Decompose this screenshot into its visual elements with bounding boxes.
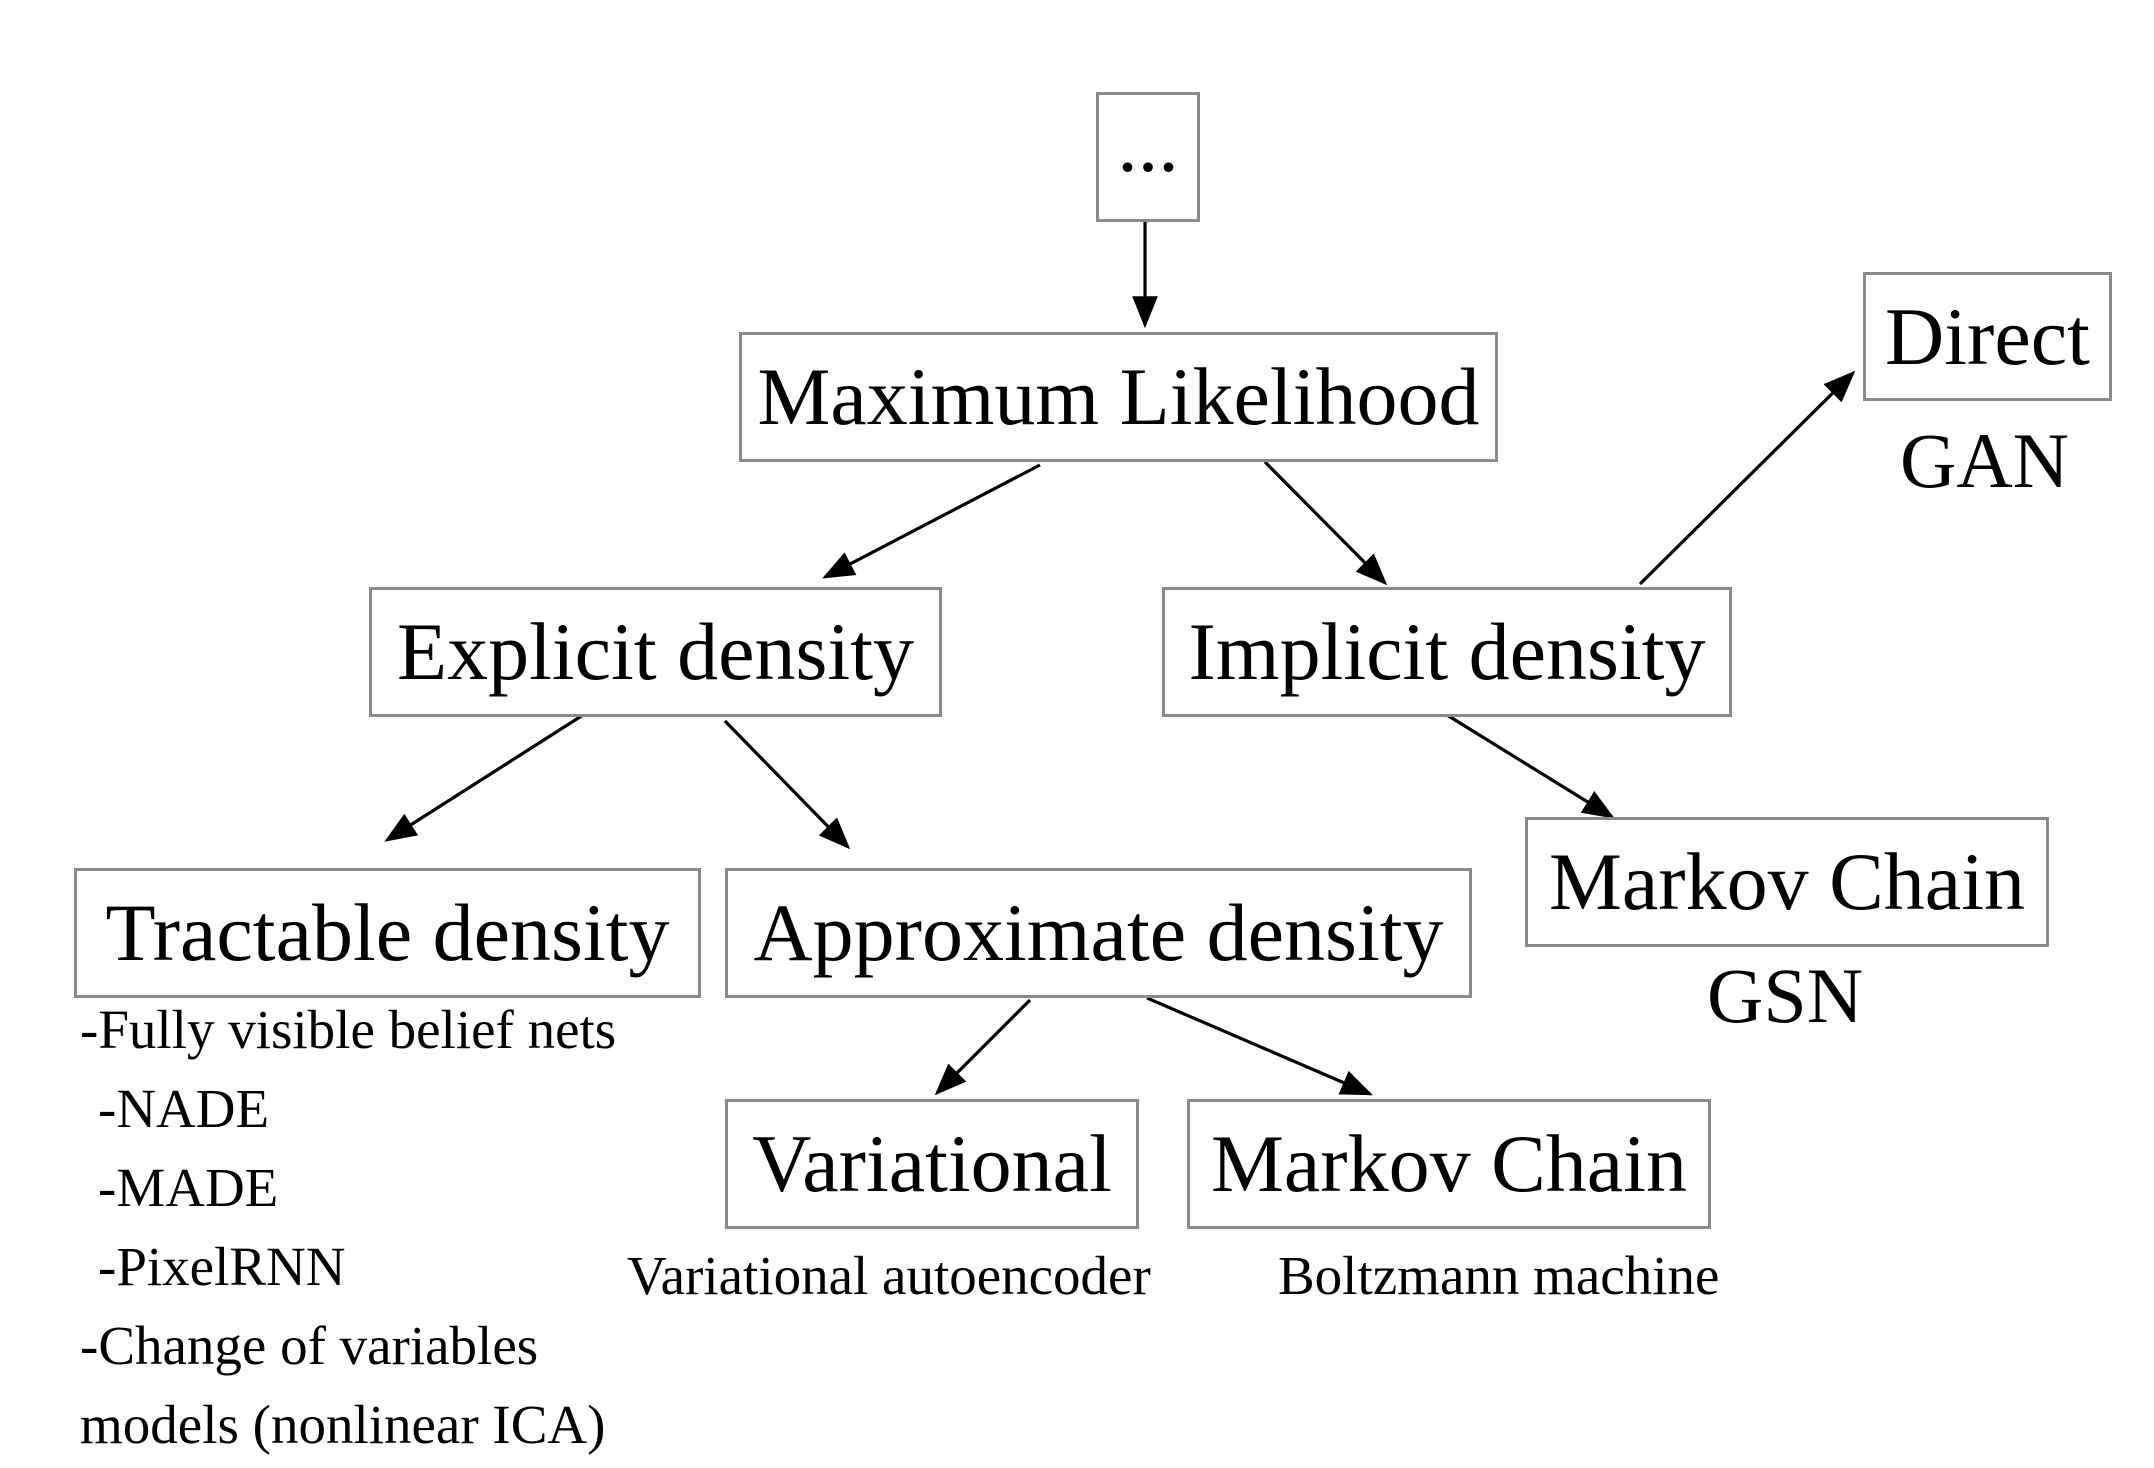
node-markov-chain-approximate: Markov Chain xyxy=(1187,1099,1711,1229)
edge-approximate-to-variational xyxy=(934,998,1032,1096)
edge-max-likelihood-to-implicit xyxy=(1263,460,1388,586)
tractable-list-item: -NADE xyxy=(98,1078,270,1139)
tractable-list-item: models (nonlinear ICA) xyxy=(80,1394,606,1455)
node-variational: Variational xyxy=(725,1099,1139,1229)
node-markov-chain-approximate-label: Markov Chain xyxy=(1211,1118,1687,1209)
node-tractable-density-label: Tractable density xyxy=(105,887,670,978)
node-markov-chain-implicit: Markov Chain xyxy=(1525,817,2049,947)
node-tractable-density: Tractable density xyxy=(74,868,701,998)
node-direct-label: Direct xyxy=(1885,290,2090,382)
node-implicit-density: Implicit density xyxy=(1162,587,1732,717)
edge-implicit-to-direct xyxy=(1638,370,1856,586)
node-root-label: ... xyxy=(1117,98,1179,189)
node-explicit-density-label: Explicit density xyxy=(397,606,914,697)
caption-variational-autoencoder: Variational autoencoder xyxy=(627,1245,1151,1306)
node-maximum-likelihood: Maximum Likelihood xyxy=(739,332,1498,462)
node-implicit-density-label: Implicit density xyxy=(1188,606,1706,697)
node-variational-label: Variational xyxy=(752,1118,1112,1209)
node-approximate-density: Approximate density xyxy=(725,868,1472,998)
edge-approximate-to-markov-chain xyxy=(1146,996,1373,1096)
node-approximate-density-label: Approximate density xyxy=(753,887,1444,978)
node-maximum-likelihood-label: Maximum Likelihood xyxy=(757,351,1480,442)
node-direct: Direct xyxy=(1863,272,2112,401)
tractable-list-item: -MADE xyxy=(98,1157,279,1218)
caption-gsn: GSN xyxy=(1707,952,1864,1039)
edge-max-likelihood-to-explicit xyxy=(822,463,1041,579)
tractable-list-item: -Fully visible belief nets xyxy=(80,999,617,1060)
edge-explicit-to-tractable xyxy=(384,713,584,842)
node-explicit-density: Explicit density xyxy=(369,587,942,717)
node-markov-chain-implicit-label: Markov Chain xyxy=(1549,836,2025,927)
caption-boltzmann-machine: Boltzmann machine xyxy=(1278,1245,1720,1306)
tractable-model-list: -Fully visible belief nets -NADE -MADE -… xyxy=(80,990,616,1464)
tractable-list-item: -PixelRNN xyxy=(98,1236,346,1297)
edge-implicit-to-markov-chain xyxy=(1446,713,1615,819)
node-root: ... xyxy=(1096,92,1200,222)
edge-explicit-to-approximate xyxy=(723,719,851,850)
tractable-list-item: -Change of variables xyxy=(80,1315,539,1376)
caption-gan: GAN xyxy=(1900,417,2069,504)
